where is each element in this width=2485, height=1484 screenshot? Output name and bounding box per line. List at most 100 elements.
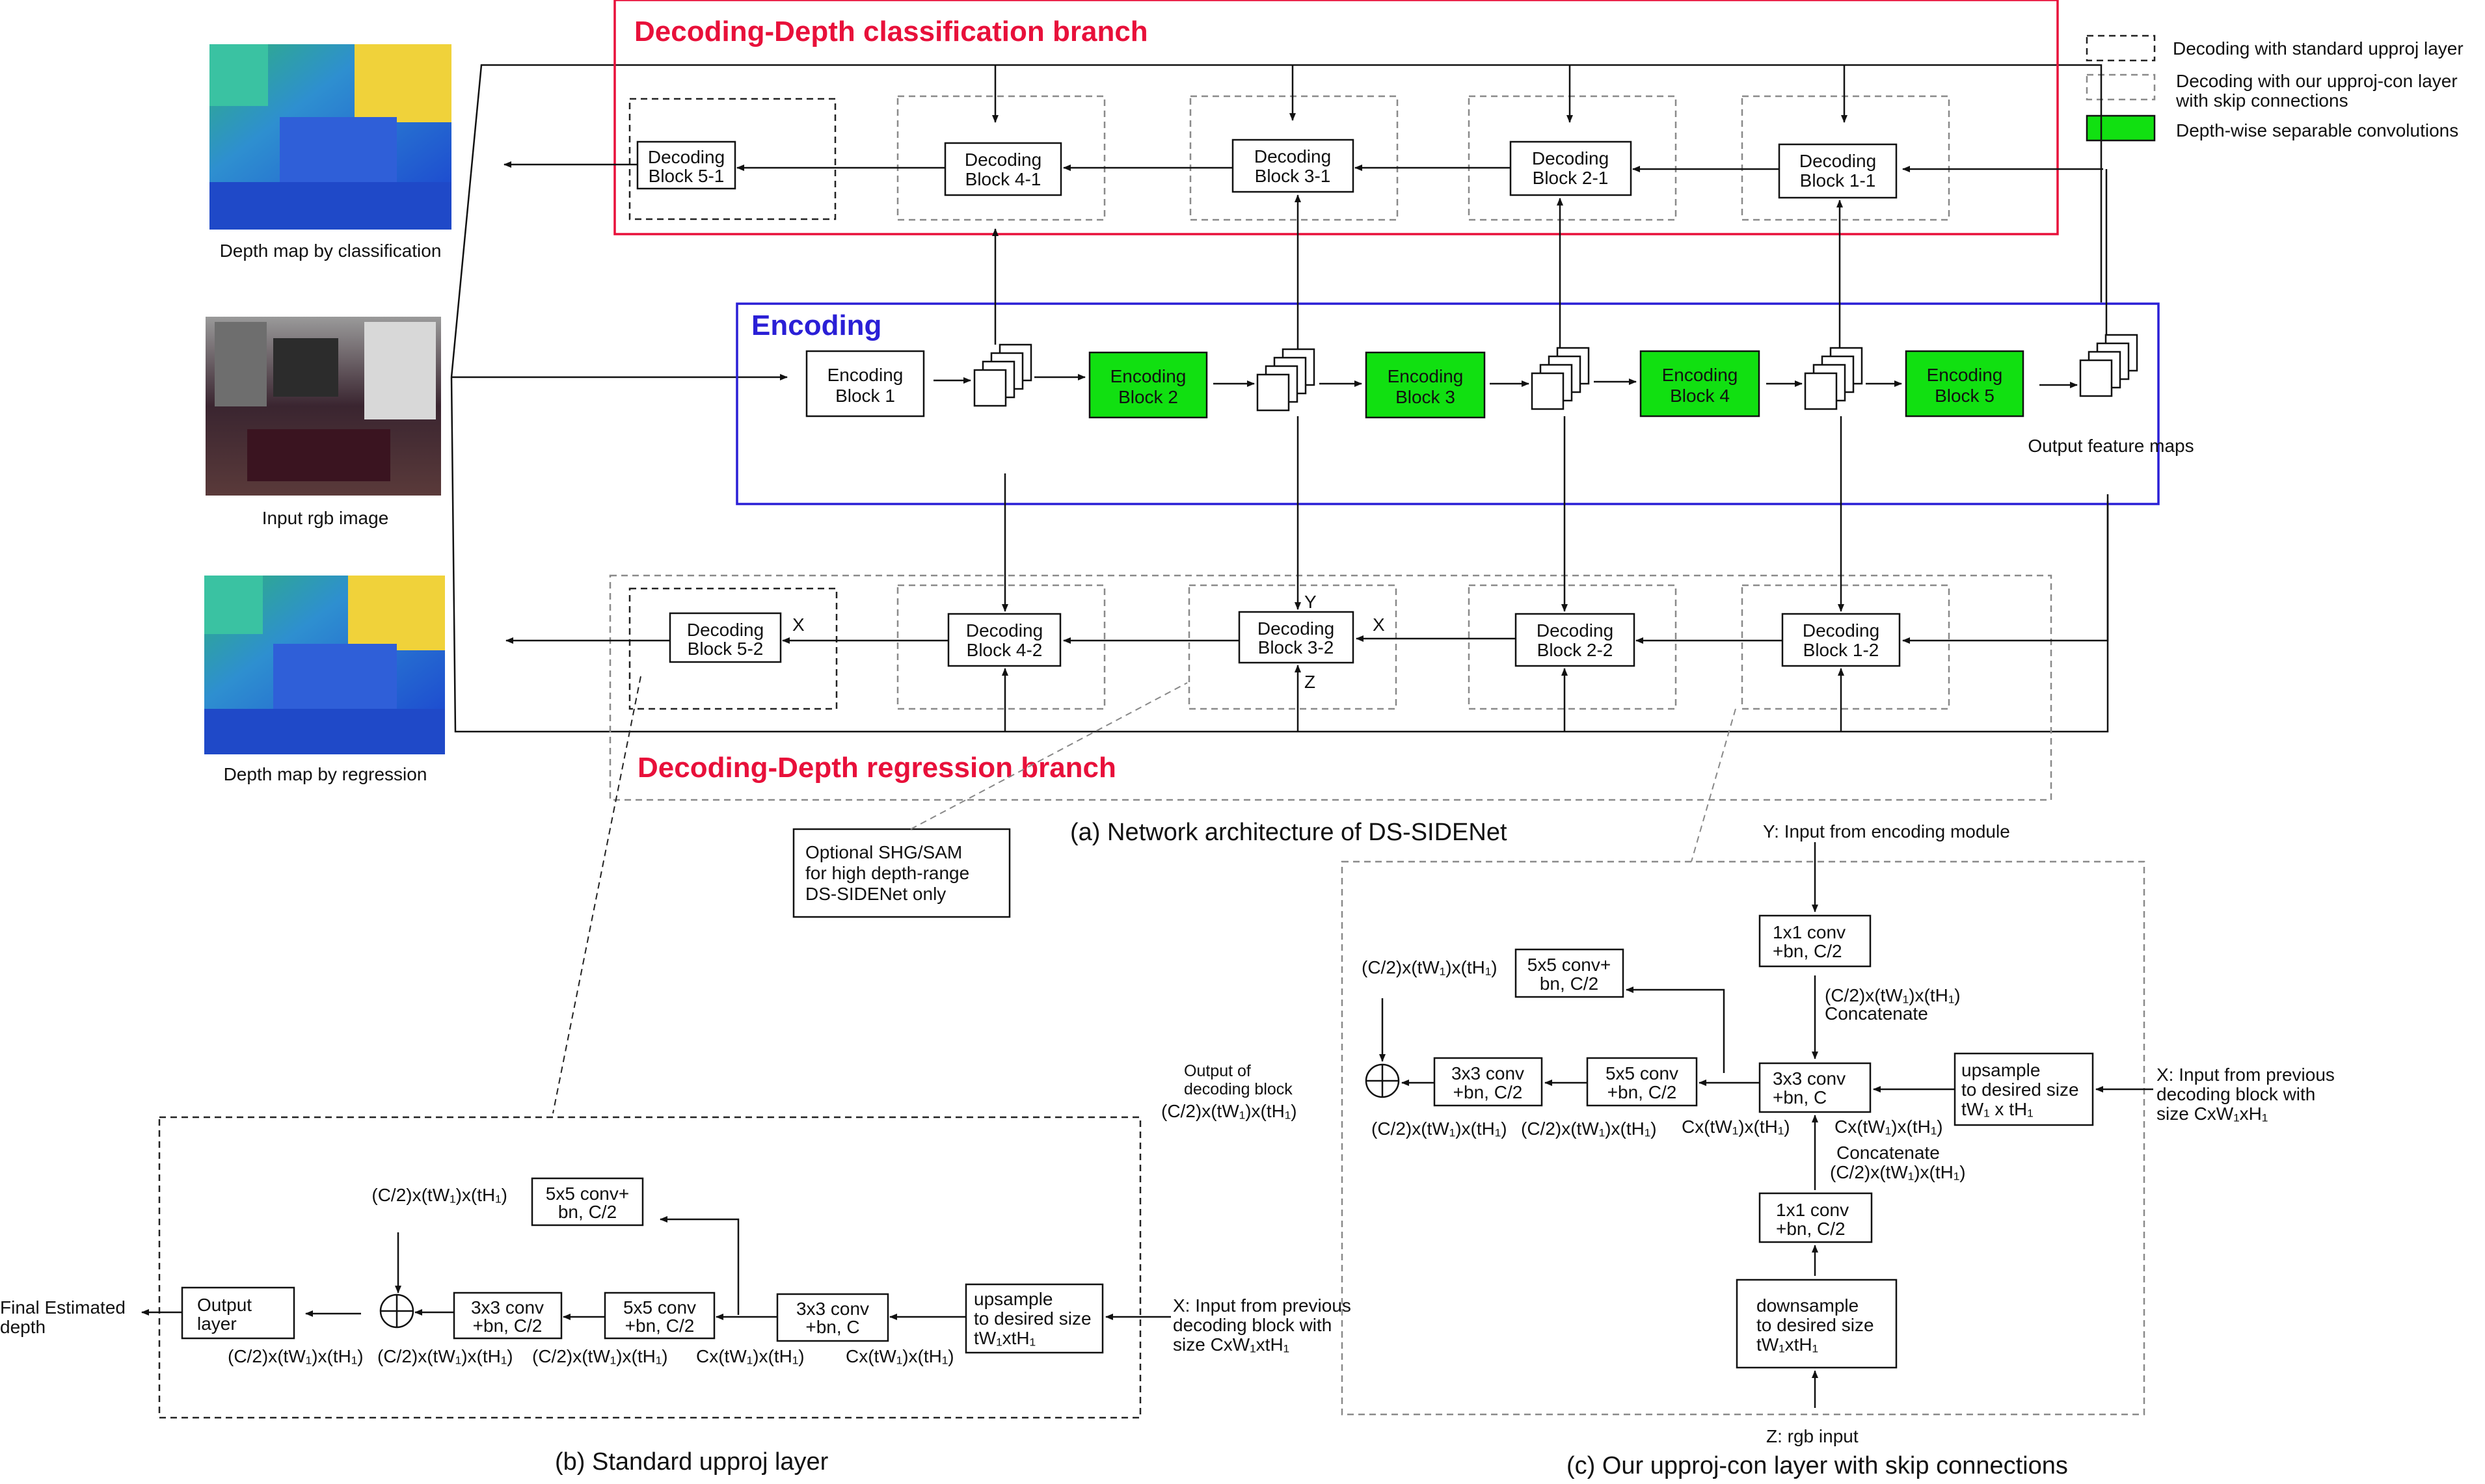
- decoding-block-5-1: Decoding Block 5-1: [636, 140, 736, 190]
- classification-frame: [613, 0, 2059, 235]
- shg-line1: Optional SHG/SAM: [805, 842, 962, 862]
- encoding-title: Encoding: [751, 310, 881, 341]
- b-upsample: upsample to desired size tW₁xtH₁: [965, 1283, 1104, 1354]
- classification-title: Decoding-Depth classification branch: [634, 16, 1148, 47]
- caption-a: (a) Network architecture of DS-SIDENet: [1070, 819, 1507, 846]
- regression-title: Decoding-Depth regression branch: [638, 752, 1116, 784]
- c-out-line1: Output of: [1184, 1062, 1251, 1080]
- panel-b-frame: [158, 1116, 1142, 1419]
- encoding-block-4-line1: Encoding: [1662, 365, 1738, 385]
- b-x-line3: size CxW₁xtH₁: [1173, 1334, 1289, 1355]
- decoding-block-3-1-line1: Decoding: [1254, 146, 1331, 166]
- c-conv1-top-line2: +bn, C/2: [1773, 941, 1842, 961]
- c-conv5-top-line2: bn, C/2: [1540, 974, 1598, 994]
- b-output-line2: layer: [197, 1314, 237, 1334]
- legend-ours-label-1: Decoding with our upproj-con layer: [2176, 71, 2458, 91]
- legend-ds-label: Depth-wise separable convolutions: [2176, 120, 2458, 140]
- c-x-line1: X: Input from previous: [2156, 1065, 2335, 1085]
- c-dim-3: Cx(tW₁)x(tH₁): [1682, 1117, 1790, 1137]
- decoding-block-2-2-line1: Decoding: [1537, 620, 1613, 641]
- decoding-block-3-2: Decoding Block 3-2: [1238, 611, 1354, 664]
- b-final-line1: Final Estimated: [0, 1297, 126, 1318]
- b-upsample-line3: tW₁xtH₁: [974, 1328, 1036, 1348]
- legend-ds-swatch: [2086, 114, 2156, 142]
- classification-standard-frame: [628, 98, 837, 220]
- link-to-panel-c: [1691, 708, 1736, 862]
- encoding-block-3-line1: Encoding: [1388, 366, 1464, 386]
- output-feature-maps: [2079, 334, 2138, 397]
- legend-ours-label-2: with skip connections: [2175, 90, 2348, 111]
- b-dim-1: (C/2)x(tW₁)x(tH₁): [228, 1346, 364, 1366]
- encoding-block-2-line1: Encoding: [1110, 366, 1187, 386]
- decoding-block-3-2-line2: Block 3-2: [1258, 637, 1334, 657]
- cls-dash-2: [1468, 95, 1677, 221]
- c-conv3-c: 3x3 conv +bn, C: [1758, 1062, 1872, 1113]
- b-conv3-c2-line1: 3x3 conv: [471, 1297, 544, 1318]
- encoding-block-5: Encoding Block 5: [1905, 350, 2024, 417]
- c-conv1-bottom: 1x1 conv +bn, C/2: [1758, 1192, 1873, 1243]
- shg-sam-note: Optional SHG/SAM for high depth-range DS…: [792, 682, 1188, 918]
- cls-dash-1: [1741, 95, 1950, 221]
- shg-line2: for high depth-range: [805, 863, 969, 883]
- output-feature-maps-label: Output feature maps: [2028, 436, 2194, 456]
- decoding-block-4-1-line2: Block 4-1: [965, 169, 1041, 189]
- decoding-block-1-1-line1: Decoding: [1799, 151, 1876, 171]
- decoding-block-3-1: Decoding Block 3-1: [1231, 139, 1354, 193]
- link-to-panel-b: [552, 676, 641, 1114]
- b-upsample-line2: to desired size: [974, 1308, 1092, 1329]
- c-conv5-line2: +bn, C/2: [1607, 1082, 1677, 1102]
- encoding-block-4: Encoding Block 4: [1639, 350, 1760, 417]
- b-conv3-c: 3x3 conv +bn, C: [776, 1293, 889, 1342]
- c-concat1-label: Concatenate: [1825, 1003, 1928, 1024]
- shg-line3: DS-SIDENet only: [805, 884, 946, 904]
- b-output-line1: Output: [197, 1295, 252, 1315]
- legend-standard-swatch: [2086, 34, 2156, 62]
- c-conv1-bottom-line2: +bn, C/2: [1776, 1219, 1846, 1239]
- c-dim-2: (C/2)x(tW₁)x(tH₁): [1521, 1119, 1657, 1139]
- decoding-block-4-2: Decoding Block 4-2: [947, 613, 1062, 667]
- decoding-block-5-2-line1: Decoding: [687, 620, 764, 640]
- b-conv5-top-line2: bn, C/2: [558, 1202, 617, 1222]
- decoding-block-5-2: Decoding Block 5-2: [669, 612, 782, 663]
- feature-maps-3: [1531, 347, 1590, 410]
- caption-c: (c) Our upproj-con layer with skip conne…: [1566, 1452, 2068, 1479]
- c-concat2-dim: (C/2)x(tW₁)x(tH₁): [1830, 1162, 1966, 1182]
- caption-b: (b) Standard upproj layer: [555, 1448, 829, 1476]
- decoding-block-4-2-line1: Decoding: [966, 620, 1043, 641]
- c-out-dim: (C/2)x(tW₁)x(tH₁): [1161, 1101, 1297, 1121]
- b-output-layer: Output layer: [181, 1286, 295, 1340]
- encoding-block-3: Encoding Block 3: [1365, 351, 1486, 419]
- regression-z-label: Z: [1304, 672, 1315, 692]
- encoding-block-5-line1: Encoding: [1927, 365, 2003, 385]
- decoding-block-4-2-line2: Block 4-2: [967, 640, 1043, 660]
- decoding-block-1-2-line1: Decoding: [1803, 620, 1879, 641]
- b-upsample-line1: upsample: [974, 1289, 1053, 1309]
- reg-dash-2: [1468, 584, 1677, 710]
- c-conv3-c2-line1: 3x3 conv: [1451, 1063, 1524, 1083]
- decoding-block-2-2: Decoding Block 2-2: [1514, 613, 1635, 667]
- b-dim-2: (C/2)x(tW₁)x(tH₁): [377, 1346, 513, 1366]
- decoding-block-2-2-line2: Block 2-2: [1537, 640, 1613, 660]
- classification-branch: Decoding-Depth classification branch Dec…: [504, 0, 2103, 235]
- c-upsample-line3: tW₁ x tH₁: [1961, 1099, 2034, 1119]
- b-conv5-line1: 5x5 conv: [623, 1297, 696, 1318]
- decoding-block-1-2: Decoding Block 1-2: [1781, 613, 1901, 667]
- b-dim-5: Cx(tW₁)x(tH₁): [846, 1346, 954, 1366]
- feature-maps-4: [1804, 347, 1863, 410]
- decoding-block-2-1: Decoding Block 2-1: [1509, 140, 1632, 196]
- legend-standard-label: Decoding with standard upproj layer: [2173, 38, 2464, 59]
- feature-maps-2: [1256, 348, 1315, 412]
- cls-dash-4: [896, 95, 1106, 221]
- b-x-line2: decoding block with: [1173, 1315, 1332, 1335]
- classification-map-caption: Depth map by classification: [220, 241, 442, 261]
- c-downsample-line1: downsample: [1756, 1295, 1859, 1316]
- c-concat2-label: Concatenate: [1836, 1143, 1940, 1163]
- c-conv5-top: 5x5 conv+ bn, C/2: [1514, 948, 1624, 998]
- encoding-block-1-line2: Block 1: [835, 386, 895, 406]
- regression-x-label-b: X: [1373, 615, 1385, 635]
- c-conv3-c-line2: +bn, C: [1773, 1087, 1827, 1107]
- decoding-block-5-1-line2: Block 5-1: [649, 166, 725, 186]
- decoding-block-1-1: Decoding Block 1-1: [1778, 143, 1898, 199]
- c-conv5: 5x5 conv +bn, C/2: [1586, 1057, 1698, 1107]
